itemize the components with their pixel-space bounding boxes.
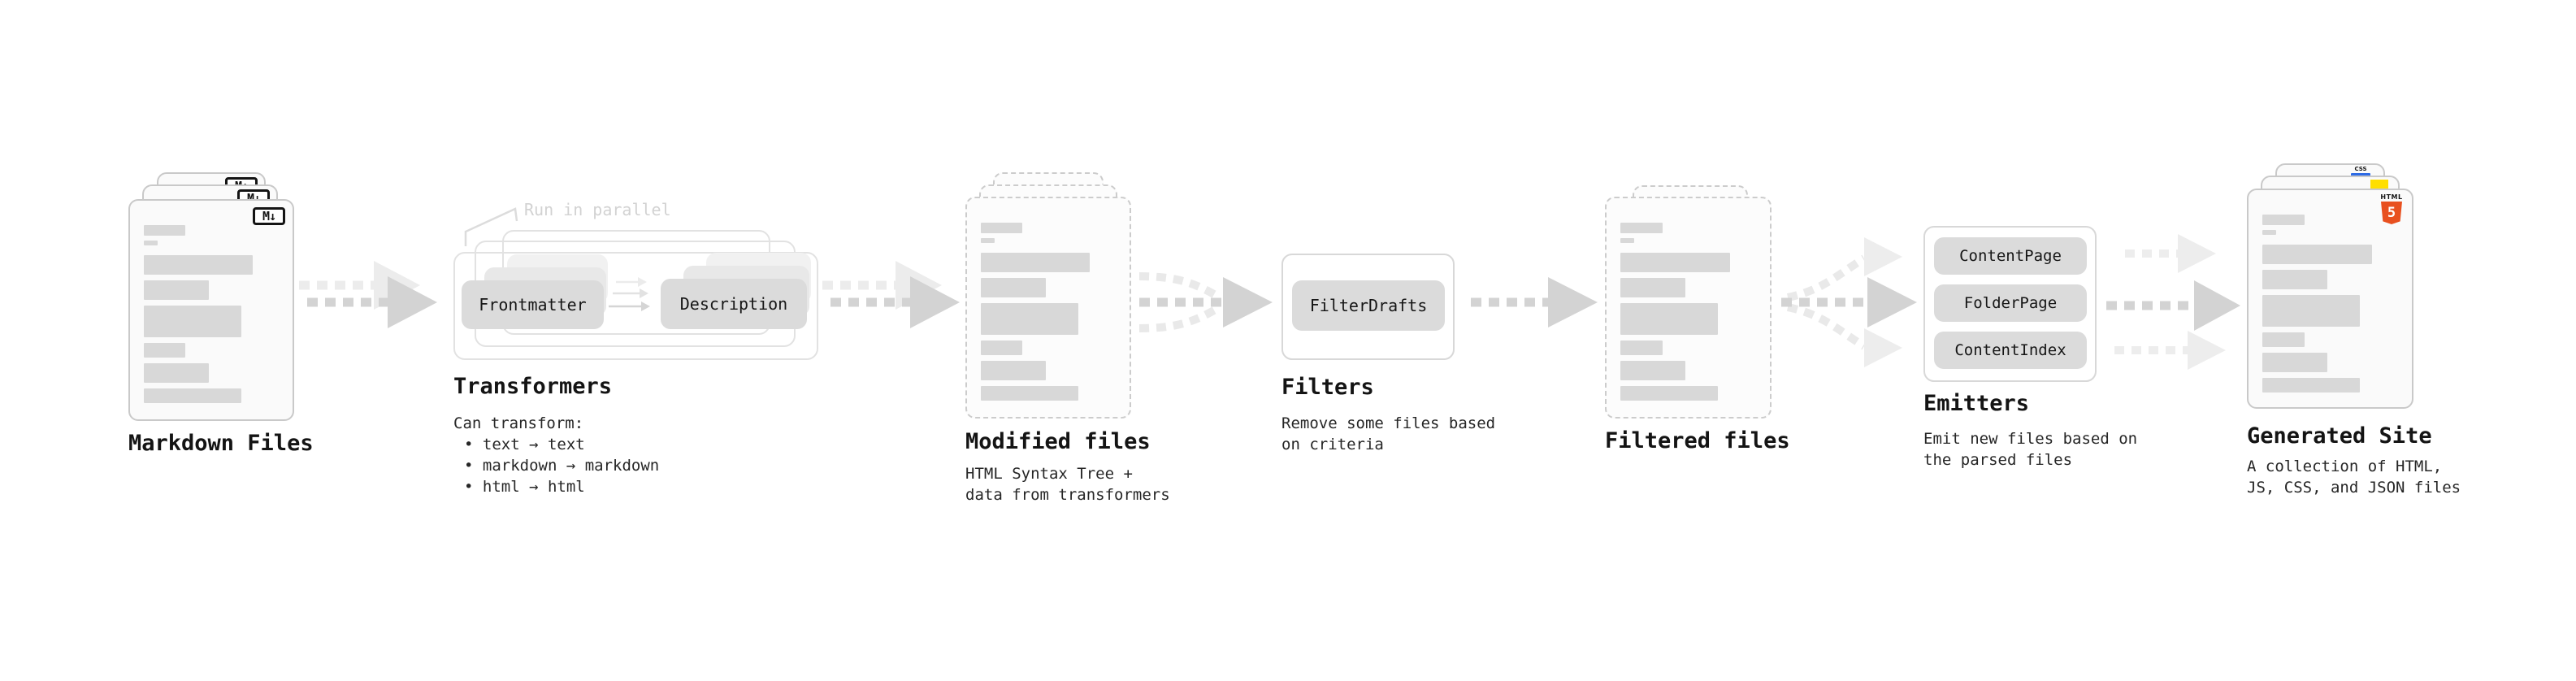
placeholder-bar (981, 340, 1023, 355)
placeholder-bar (2262, 332, 2305, 347)
generated-site-title: Generated Site (2247, 423, 2432, 449)
filtered-file-card-front (1605, 197, 1772, 419)
transformers-title: Transformers (453, 374, 613, 399)
modified-files-title: Modified files (965, 429, 1151, 454)
emitters-subtitle: Emit new files based on the parsed files (1923, 428, 2137, 471)
filterdrafts-pill: FilterDrafts (1292, 280, 1445, 331)
arrow-modified-to-filters (1138, 272, 1273, 332)
placeholder-bar (1620, 278, 1686, 297)
placeholder-bar (144, 388, 241, 403)
transform-bullet: • text → text (464, 436, 585, 453)
placeholder-bar (1620, 223, 1663, 233)
placeholder-bar (981, 278, 1046, 297)
document-placeholder-lines (967, 198, 1130, 401)
placeholder-bar (144, 343, 186, 358)
transformers-description: Can transform: • text → text • markdown … (453, 413, 659, 497)
subtitle-line: the parsed files (1923, 451, 2073, 469)
css-file-icon: CSS (2351, 167, 2370, 176)
generated-file-card-front: HTML 5 (2247, 189, 2413, 409)
transform-bullet: • markdown → markdown (464, 457, 660, 475)
arrow-filters-to-filtered (1471, 277, 1598, 327)
markdown-icon: M↓ (253, 207, 285, 225)
contentpage-pill: ContentPage (1934, 237, 2087, 275)
folderpage-pill: FolderPage (1934, 284, 2087, 322)
transformers-desc-heading: Can transform: (453, 414, 584, 432)
placeholder-bar (144, 241, 158, 245)
placeholder-bar (144, 225, 186, 236)
arrow-markdown-to-transformers (299, 261, 437, 328)
placeholder-bar (144, 306, 241, 337)
subtitle-line: data from transformers (965, 486, 1170, 504)
placeholder-bar (2262, 245, 2373, 264)
css-underline (2351, 173, 2370, 176)
arrow-emitters-to-generated (2106, 234, 2240, 370)
arrow-filtered-to-emitters (1781, 237, 1917, 367)
placeholder-bar (981, 238, 995, 243)
placeholder-bar (2262, 295, 2361, 327)
placeholder-bar (144, 280, 209, 300)
subtitle-line: HTML Syntax Tree + (965, 465, 1133, 483)
subtitle-line: Emit new files based on (1923, 430, 2138, 448)
contentindex-pill: ContentIndex (1934, 332, 2087, 369)
generated-site-subtitle: A collection of HTML, JS, CSS, and JSON … (2247, 456, 2461, 498)
placeholder-bar (1620, 386, 1719, 401)
placeholder-bar (2262, 353, 2328, 372)
placeholder-bar (981, 303, 1078, 335)
placeholder-bar (2262, 378, 2361, 393)
placeholder-bar (1620, 303, 1719, 335)
subtitle-line: Remove some files based (1281, 414, 1496, 432)
placeholder-bar (1620, 253, 1731, 272)
placeholder-bar (1620, 238, 1634, 243)
placeholder-bar (2262, 215, 2305, 225)
placeholder-bar (981, 253, 1091, 272)
css-label: CSS (2354, 166, 2367, 172)
placeholder-bar (981, 223, 1023, 233)
frontmatter-pill: Frontmatter (462, 280, 604, 329)
transform-bullet: • html → html (464, 478, 585, 496)
placeholder-bar (1620, 340, 1663, 355)
html5-number: 5 (2387, 205, 2396, 221)
document-placeholder-lines (1607, 198, 1770, 401)
placeholder-bar (144, 363, 209, 383)
document-placeholder-lines (2249, 190, 2412, 393)
placeholder-bar (1620, 361, 1686, 380)
transformer-frame-front (453, 252, 818, 360)
subtitle-line: A collection of HTML, (2247, 458, 2443, 475)
subtitle-line: JS, CSS, and JSON files (2247, 479, 2461, 497)
subtitle-line: on criteria (1281, 436, 1384, 453)
placeholder-bar (2262, 230, 2276, 235)
filtered-files-title: Filtered files (1605, 428, 1790, 453)
filters-subtitle: Remove some files based on criteria (1281, 413, 1495, 455)
modified-file-card-front (965, 197, 1131, 419)
html5-word: HTML (2380, 193, 2403, 201)
emitters-title: Emitters (1923, 391, 2030, 416)
placeholder-bar (981, 386, 1078, 401)
markdown-file-card-front: M↓ (128, 199, 294, 421)
html5-icon: HTML 5 (2380, 194, 2403, 224)
placeholder-bar (981, 361, 1046, 380)
js-file-icon (2370, 180, 2388, 191)
arrow-transformers-to-modified (822, 261, 960, 328)
placeholder-bar (2262, 270, 2328, 289)
markdown-files-title: Markdown Files (128, 431, 314, 456)
run-in-parallel-note: Run in parallel (524, 200, 671, 219)
document-placeholder-lines (130, 201, 293, 403)
filters-title: Filters (1281, 375, 1374, 400)
modified-files-subtitle: HTML Syntax Tree + data from transformer… (965, 463, 1170, 505)
html5-shield: 5 (2381, 202, 2402, 224)
placeholder-bar (144, 255, 254, 275)
description-pill: Description (661, 279, 807, 329)
